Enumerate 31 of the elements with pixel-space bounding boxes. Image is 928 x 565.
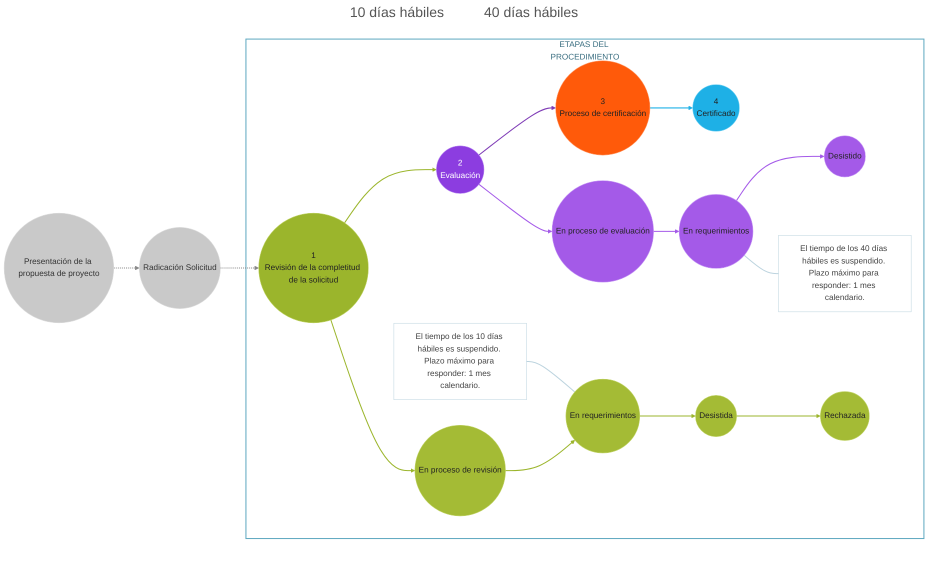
- node-circle: 1 Revisión de la completitud de la solicitud: [258, 213, 369, 324]
- node-circle: 4 Certificado: [692, 84, 740, 132]
- node-box: El tiempo de los 40 días hábiles es suspendido. Plazo máximo para responder: 1 mes calendario.: [778, 235, 912, 312]
- node-box: El tiempo de los 10 días hábiles es suspendido. Plazo máximo para responder: 1 mes calendario.: [394, 323, 527, 400]
- node-circle: En requerimientos: [566, 379, 640, 454]
- node-circle: En proceso de revisión: [414, 425, 506, 516]
- connector: [744, 255, 779, 274]
- arrow: [478, 184, 552, 234]
- node-circle: Radicación Solicitud: [139, 227, 221, 310]
- duration-label: 10 días hábiles: [350, 4, 444, 20]
- arrow: [478, 106, 556, 156]
- node-circle: 2 Evaluación: [436, 146, 484, 194]
- node-circle: Rechazada: [820, 392, 870, 441]
- arrow: [506, 440, 575, 472]
- node-circle: 3 Proceso de certificación: [555, 60, 650, 156]
- node-circle: Presentación de la propuesta de proyecto: [4, 213, 114, 324]
- arrow: [736, 414, 821, 418]
- node-circle: Desistido: [824, 136, 866, 178]
- connector: [526, 361, 576, 393]
- arrow: [736, 154, 824, 202]
- node-circle: En requerimientos: [678, 194, 754, 269]
- arrow: [220, 266, 259, 270]
- arrow: [344, 168, 437, 224]
- arrow: [114, 266, 140, 270]
- arrow: [640, 414, 696, 418]
- arrow: [654, 229, 680, 234]
- duration-label: 40 días hábiles: [484, 4, 578, 20]
- node-circle: En proceso de evaluación: [552, 180, 654, 283]
- node-circle: Desistida: [695, 395, 737, 438]
- arrow: [650, 106, 693, 110]
- arrow: [330, 320, 416, 474]
